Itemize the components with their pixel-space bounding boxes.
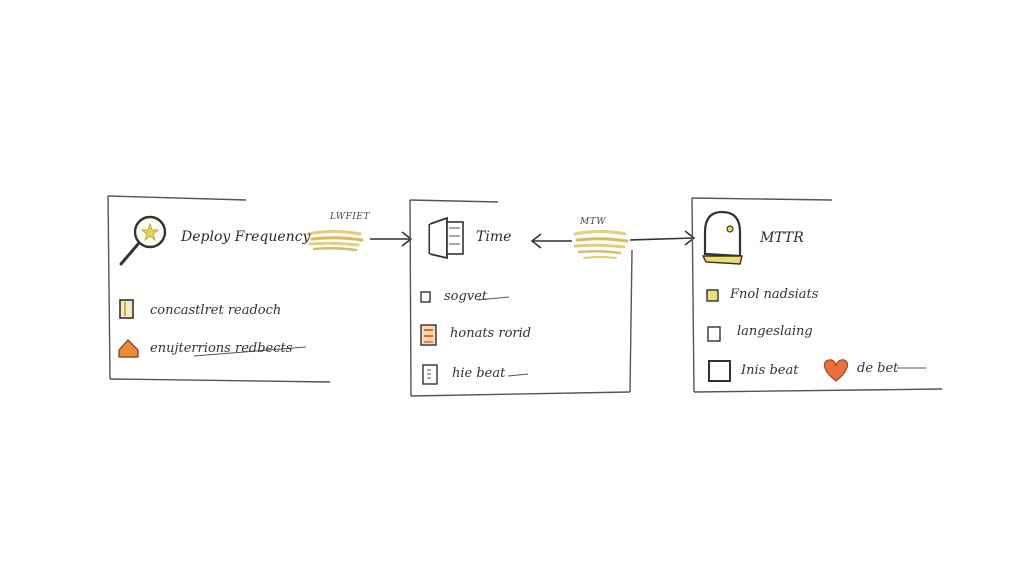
- card-time: [409, 199, 633, 397]
- card-mttr: [691, 197, 943, 393]
- list-item-label: langeslaing: [737, 324, 813, 339]
- card-title-deploy-frequency: Deploy Frequency: [181, 229, 311, 245]
- list-item-label: de bet: [857, 361, 899, 376]
- door-icon: [428, 216, 464, 260]
- house-icon: [118, 339, 139, 358]
- list-item-label: concastlret readoch: [150, 303, 282, 318]
- checkbox-icon: [707, 326, 721, 342]
- item-underline: [507, 373, 529, 377]
- card-title-mttr: MTTR: [760, 230, 804, 246]
- checkbox-icon: [706, 289, 719, 302]
- arrow-smudge: [573, 230, 629, 259]
- magnifier-star-icon: [119, 215, 167, 266]
- item-underline: [477, 296, 510, 301]
- arrow-head-left: [530, 233, 542, 249]
- arrow-connector-2: [530, 230, 696, 259]
- arrow-label: LWFIET: [330, 212, 370, 222]
- list-item-label: Inis beat: [741, 363, 799, 378]
- page-icon: [422, 364, 438, 385]
- item-underline: [193, 346, 307, 357]
- list-item-label: honats rorid: [450, 326, 532, 341]
- helmet-icon: [701, 210, 743, 265]
- list-item-label: enujterrions redbects: [150, 341, 293, 356]
- arrow-label: MTW: [580, 217, 606, 227]
- arrow-line: [629, 237, 695, 241]
- list-item-label: sogvet: [444, 289, 488, 304]
- checkbox-icon: [708, 360, 731, 382]
- card-deploy-frequency: [107, 195, 331, 383]
- arrow-connector-1: [306, 230, 413, 252]
- checkbox-icon: [420, 291, 431, 303]
- arrow-head: [401, 231, 413, 247]
- heart-icon: [823, 359, 849, 382]
- card-title-time: Time: [476, 229, 512, 245]
- arrow-head-right: [684, 230, 696, 246]
- arrow-smudge: [306, 230, 364, 252]
- list-item-label: hie beat: [452, 366, 506, 381]
- list-icon: [420, 324, 437, 346]
- list-item-label: Fnol nadsiats: [730, 287, 819, 302]
- document-icon: [119, 299, 134, 319]
